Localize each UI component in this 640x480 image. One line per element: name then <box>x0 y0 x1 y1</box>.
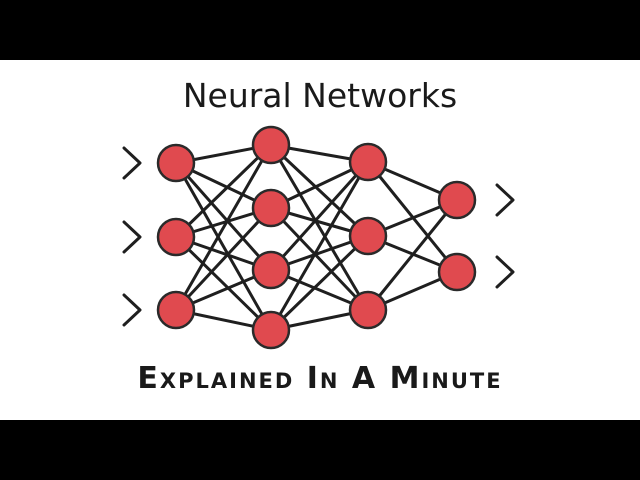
connection-edge <box>174 235 273 332</box>
neurons <box>156 125 477 350</box>
neuron-node <box>348 142 388 182</box>
arrows <box>122 146 515 327</box>
letterbox-bottom <box>0 420 640 480</box>
subtitle: Explained In A Minute <box>137 361 503 396</box>
neuron-node <box>348 216 388 256</box>
connections <box>174 143 459 332</box>
neuron-node <box>437 180 477 220</box>
connection-edge <box>269 206 370 312</box>
connection-edge <box>174 143 273 239</box>
input-arrow-icon <box>122 220 142 254</box>
connection-edge <box>269 143 370 312</box>
neuron-node <box>156 143 196 183</box>
connection-edge <box>269 234 370 332</box>
neuron-node <box>156 217 196 257</box>
connection-edge <box>269 143 370 238</box>
output-arrow-icon <box>495 255 515 289</box>
connection-edge <box>174 161 273 332</box>
connection-edge <box>174 206 273 312</box>
neural-network-diagram <box>122 125 515 350</box>
neuron-node <box>251 310 291 350</box>
neuron-node <box>348 290 388 330</box>
connection-edge <box>269 160 370 332</box>
neuron-node <box>156 290 196 330</box>
neuron-node <box>437 252 477 292</box>
connection-edge <box>174 161 273 272</box>
input-arrow-icon <box>122 293 142 327</box>
connection-edge <box>366 198 459 312</box>
output-arrow-icon <box>495 183 515 217</box>
neuron-node <box>251 125 291 165</box>
letterbox-top <box>0 0 640 60</box>
input-arrow-icon <box>122 146 142 180</box>
connection-edge <box>269 160 370 272</box>
title: Neural Networks <box>182 76 458 115</box>
neuron-node <box>251 250 291 290</box>
thumbnail-canvas: Neural Networks Explained In A Minute <box>0 60 640 420</box>
connection-edge <box>174 143 273 312</box>
neuron-node <box>251 188 291 228</box>
